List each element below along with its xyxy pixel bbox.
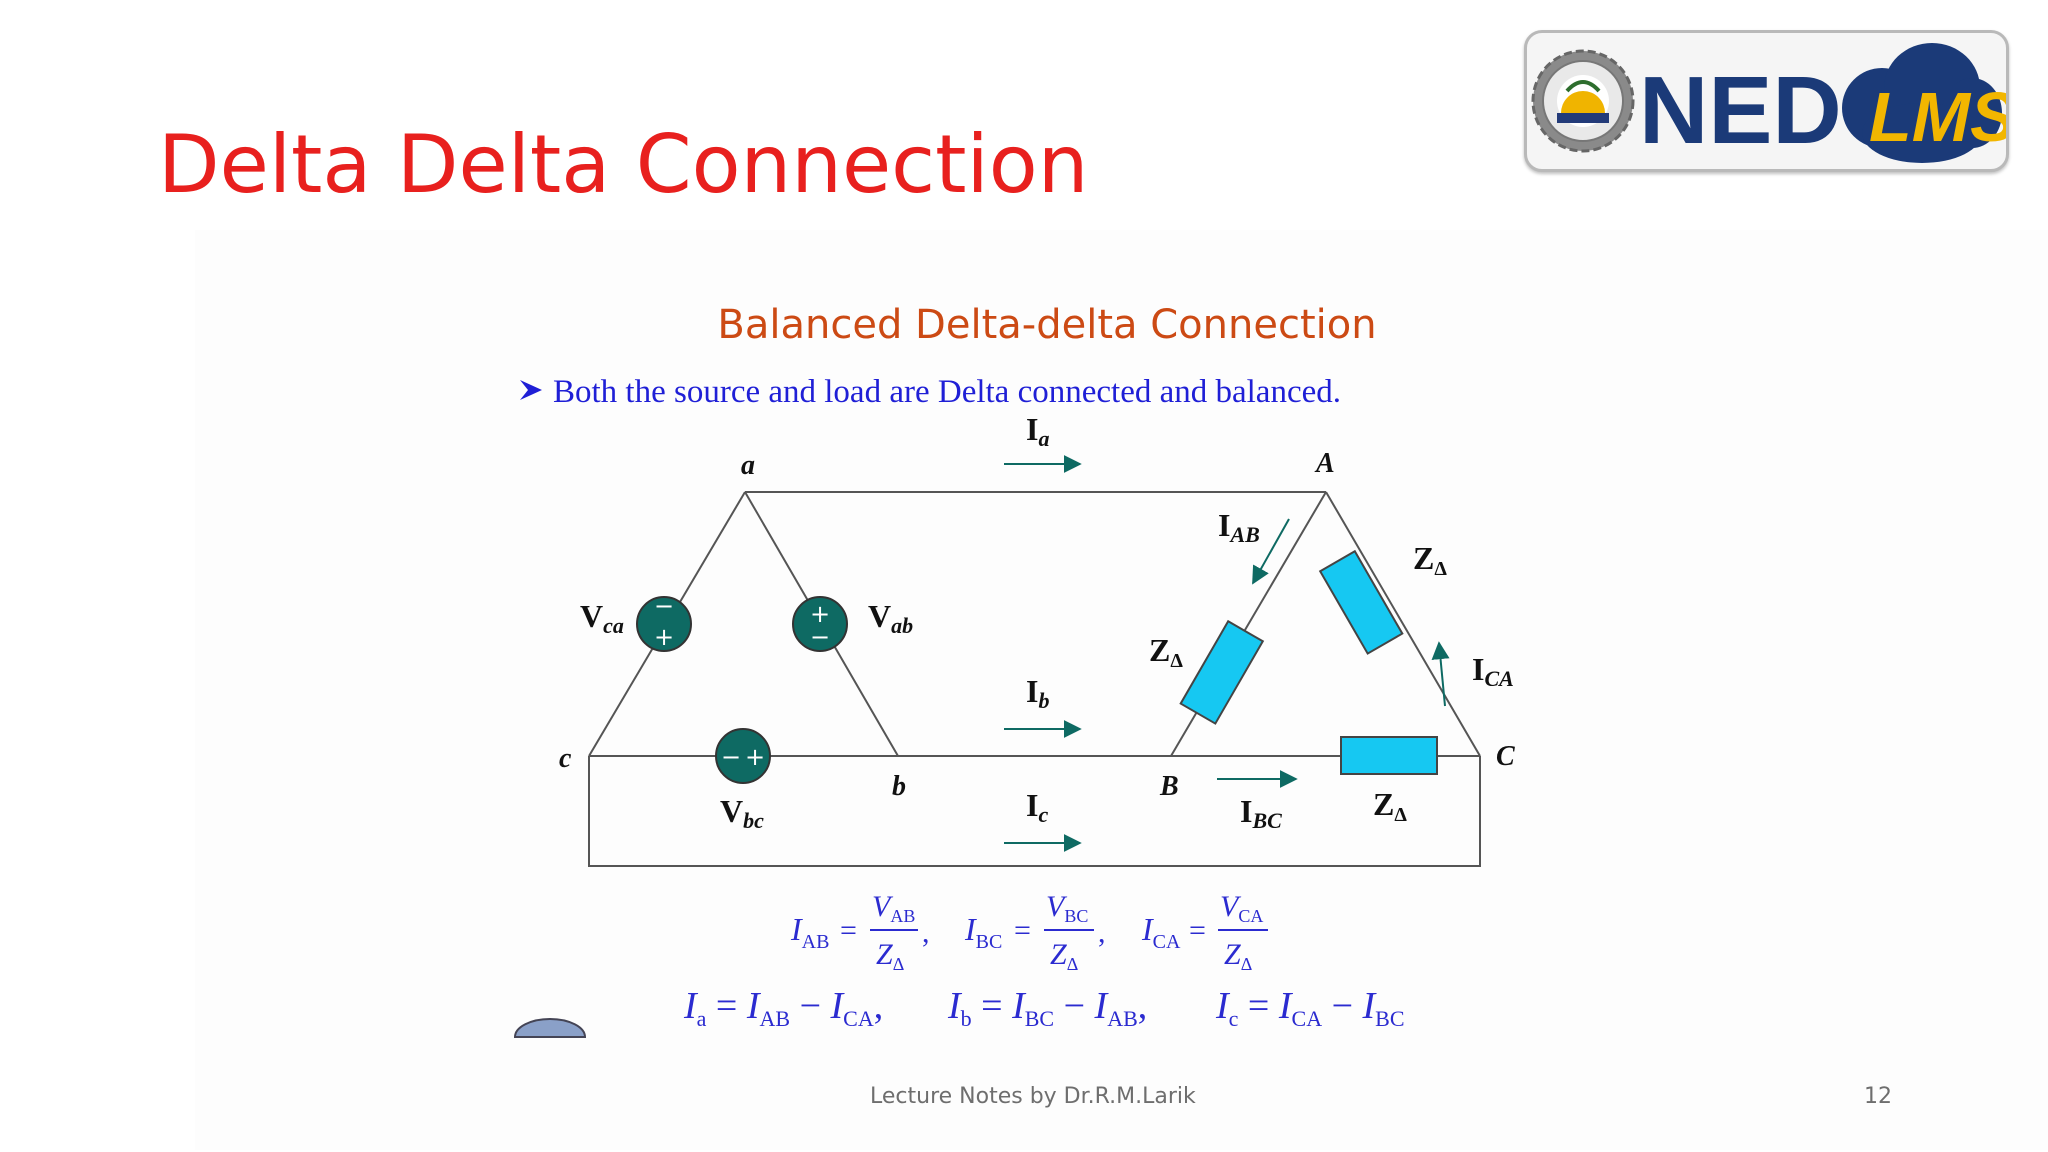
equation-phase-currents: IAB = VAB ZΔ , IBC = VBC ZΔ , ICA = VCA … [790, 890, 1268, 974]
svg-text:−: − [654, 592, 674, 620]
svg-text:,: , [922, 916, 930, 949]
svg-text:ZΔ: ZΔ [1050, 938, 1078, 974]
partial-seal-icon [513, 1018, 587, 1038]
svg-text:VBC: VBC [1046, 890, 1088, 926]
svg-text:+: + [654, 623, 674, 651]
label-ic: Ic [1026, 787, 1048, 827]
svg-text:=: = [840, 914, 857, 947]
eq-ia: Ia = IAB − ICA, [683, 985, 883, 1031]
logo-lms-text: LMS [1869, 78, 2006, 156]
bullet-text: Both the source and load are Delta conne… [553, 374, 1341, 410]
impedance-ca [1318, 549, 1404, 655]
page-number: 12 [1864, 1084, 1892, 1109]
node-label-B: B [1159, 771, 1179, 802]
label-z-ca: ZΔ [1413, 540, 1447, 580]
label-iab: IAB [1218, 507, 1260, 547]
node-label-c: c [559, 743, 572, 774]
svg-text:=: = [1014, 914, 1031, 947]
eq-ica: ICA = VCA ZΔ [1141, 890, 1268, 974]
node-label-b: b [892, 771, 906, 802]
eq-ic: Ic = ICA − IBC [1215, 985, 1405, 1031]
eq-iab: IAB = VAB ZΔ , [790, 890, 930, 974]
impedance-bc [1340, 736, 1438, 775]
source-vab: + − [792, 596, 848, 652]
arrow-iab [1252, 518, 1290, 585]
svg-text:−: − [810, 623, 830, 651]
label-ia: Ia [1026, 411, 1049, 451]
svg-text:VAB: VAB [872, 890, 915, 926]
svg-text:,: , [1098, 916, 1106, 949]
svg-text:ICA: ICA [1141, 911, 1181, 953]
svg-text:VCA: VCA [1220, 890, 1263, 926]
source-vbc: − + [715, 728, 771, 784]
delta-delta-diagram: Balanced Delta-delta Connection Both the… [513, 302, 1515, 1038]
impedance-ab [1179, 619, 1265, 725]
svg-text:ZΔ: ZΔ [876, 938, 904, 974]
label-ica: ICA [1472, 651, 1514, 691]
source-vca: − + [636, 592, 692, 652]
ned-lms-logo: NED LMS [1524, 30, 2009, 172]
label-vbc: Vbc [720, 793, 764, 833]
svg-text:=: = [1189, 914, 1206, 947]
node-label-A: A [1314, 448, 1335, 479]
figure-heading: Balanced Delta-delta Connection [717, 302, 1376, 348]
eq-ibc: IBC = VBC ZΔ , [964, 890, 1106, 974]
node-label-C: C [1496, 741, 1515, 772]
cloud-icon [1842, 43, 2002, 163]
bullet-arrow-icon [520, 380, 542, 400]
university-seal-icon [1531, 49, 1635, 153]
svg-text:IBC: IBC [964, 911, 1002, 953]
label-vca: Vca [580, 598, 624, 638]
current-arrows [1004, 455, 1450, 852]
equation-line-currents: Ia = IAB − ICA, Ib = IBC − IAB, Ic = ICA… [683, 985, 1405, 1031]
svg-text:ZΔ: ZΔ [1224, 938, 1252, 974]
node-label-a: a [741, 450, 755, 481]
label-z-ab: ZΔ [1149, 632, 1183, 672]
arrow-ica [1431, 641, 1450, 707]
svg-text:−: − [721, 743, 741, 771]
label-ib: Ib [1026, 673, 1049, 713]
figure-panel: Balanced Delta-delta Connection Both the… [195, 230, 2048, 1150]
logo-ned-text: NED [1639, 57, 1842, 164]
svg-text:+: + [810, 600, 830, 628]
label-ibc: IBC [1240, 793, 1282, 833]
label-vab: Vab [868, 598, 913, 638]
slide-footer: Lecture Notes by Dr.R.M.Larik [870, 1084, 1196, 1109]
label-z-bc: ZΔ [1373, 786, 1407, 826]
svg-text:IAB: IAB [790, 911, 829, 953]
slide-title: Delta Delta Connection [158, 118, 1089, 211]
svg-text:+: + [745, 743, 765, 771]
eq-ib: Ib = IBC − IAB, [947, 985, 1147, 1031]
